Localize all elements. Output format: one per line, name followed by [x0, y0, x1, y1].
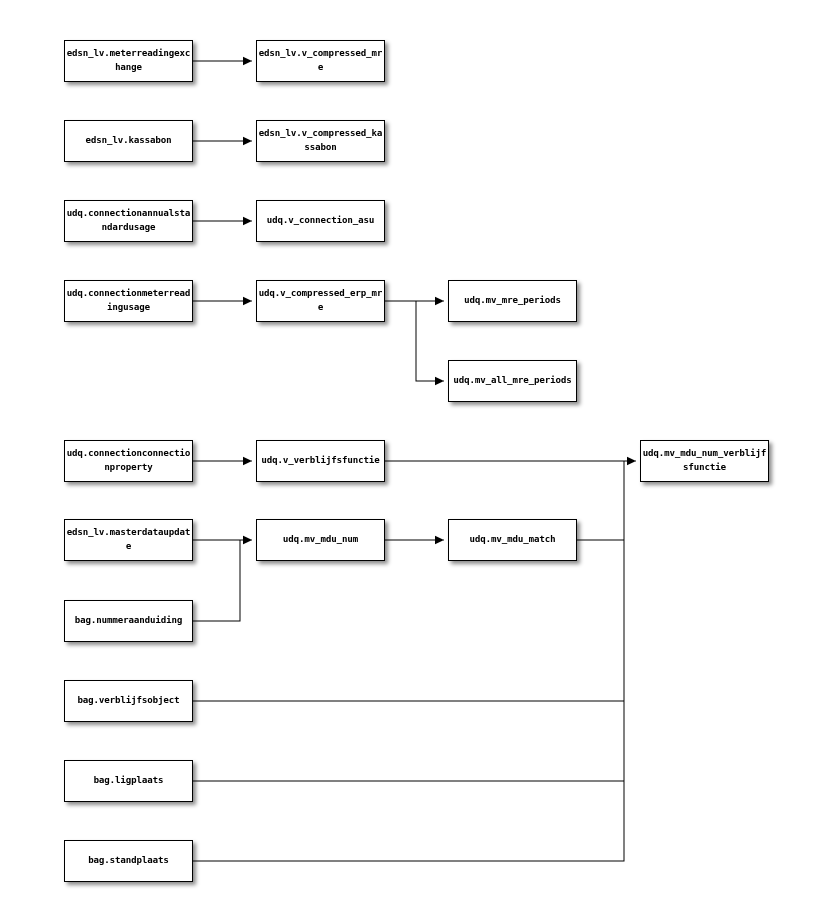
node-label: bag.nummeraanduiding: [74, 616, 183, 626]
node-label: udq.v_connection_asu: [266, 216, 375, 226]
node-n13[interactable]: udq.mv_mdu_num_verblijfsfunctie: [640, 440, 769, 482]
node-label: udq.mv_mdu_num_verblijfsfunctie: [642, 449, 767, 473]
node-label: udq.mv_mdu_num: [282, 535, 359, 545]
node-label: bag.verblijfsobject: [77, 696, 180, 706]
node-label: bag.ligplaats: [93, 776, 164, 786]
node-n11[interactable]: udq.connectionconnectionproperty: [64, 440, 193, 482]
node-label: udq.mv_mre_periods: [464, 296, 561, 306]
node-n15[interactable]: udq.mv_mdu_num: [256, 519, 385, 561]
node-label: edsn_lv.v_compressed_kassabon: [258, 129, 383, 153]
node-n20[interactable]: bag.standplaats: [64, 840, 193, 882]
node-label: udq.connectionannualstandardusage: [66, 209, 191, 233]
node-n16[interactable]: udq.mv_mdu_match: [448, 519, 577, 561]
node-label: udq.v_compressed_erp_mre: [258, 289, 383, 313]
node-n9[interactable]: udq.mv_mre_periods: [448, 280, 577, 322]
node-label: udq.connectionconnectionproperty: [66, 449, 191, 473]
node-label: edsn_lv.kassabon: [85, 136, 172, 146]
node-n7[interactable]: udq.connectionmeterreadingusage: [64, 280, 193, 322]
node-n19[interactable]: bag.ligplaats: [64, 760, 193, 802]
node-label: udq.mv_mdu_match: [469, 535, 556, 545]
node-n6[interactable]: udq.v_connection_asu: [256, 200, 385, 242]
node-n2[interactable]: edsn_lv.v_compressed_mre: [256, 40, 385, 82]
node-n17[interactable]: bag.nummeraanduiding: [64, 600, 193, 642]
node-label: edsn_lv.meterreadingexchange: [66, 49, 191, 73]
node-label: edsn_lv.v_compressed_mre: [258, 49, 383, 73]
node-label: udq.v_verblijfsfunctie: [261, 456, 380, 466]
node-n4[interactable]: edsn_lv.v_compressed_kassabon: [256, 120, 385, 162]
node-n10[interactable]: udq.mv_all_mre_periods: [448, 360, 577, 402]
node-n14[interactable]: edsn_lv.masterdataupdate: [64, 519, 193, 561]
node-label: bag.standplaats: [88, 856, 169, 866]
node-n3[interactable]: edsn_lv.kassabon: [64, 120, 193, 162]
node-n8[interactable]: udq.v_compressed_erp_mre: [256, 280, 385, 322]
node-label: edsn_lv.masterdataupdate: [66, 528, 191, 552]
node-label: udq.mv_all_mre_periods: [453, 376, 572, 386]
node-n12[interactable]: udq.v_verblijfsfunctie: [256, 440, 385, 482]
node-n5[interactable]: udq.connectionannualstandardusage: [64, 200, 193, 242]
node-label: udq.connectionmeterreadingusage: [66, 289, 191, 313]
node-n1[interactable]: edsn_lv.meterreadingexchange: [64, 40, 193, 82]
node-n18[interactable]: bag.verblijfsobject: [64, 680, 193, 722]
